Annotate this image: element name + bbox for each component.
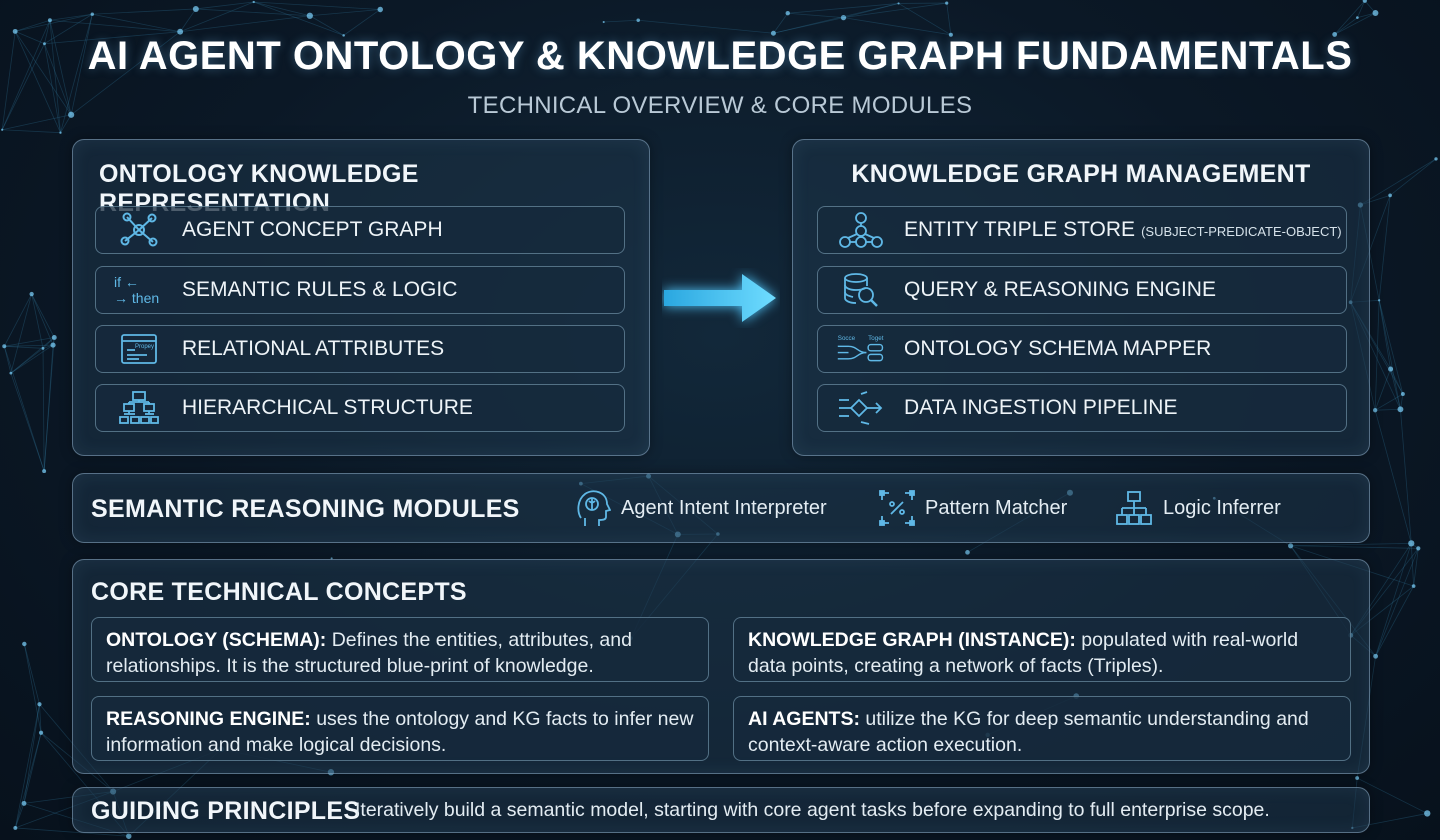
item-data-ingestion-pipeline[interactable]: DATA INGESTION PIPELINE xyxy=(817,384,1347,432)
kg-panel-title: KNOWLEDGE GRAPH MANAGEMENT xyxy=(851,160,1311,188)
concept-ontology: ONTOLOGY (SCHEMA): Defines the entities,… xyxy=(91,617,709,682)
ontology-panel: ONTOLOGY KNOWLEDGE REPRESENTATION AGENT … xyxy=(72,139,650,456)
concept-ai-agents: AI AGENTS: utilize the KG for deep seman… xyxy=(733,696,1351,761)
database-search-icon xyxy=(836,270,886,310)
if-then-icon: if ← → then xyxy=(114,270,164,310)
item-label: QUERY & REASONING ENGINE xyxy=(904,278,1216,301)
item-agent-concept-graph[interactable]: AGENT CONCEPT GRAPH xyxy=(95,206,625,254)
concept-term: ONTOLOGY (SCHEMA): xyxy=(106,629,327,651)
item-label: DATA INGESTION PIPELINE xyxy=(904,396,1178,419)
concept-term: REASONING ENGINE: xyxy=(106,708,311,730)
module-logic-inferrer[interactable]: Logic Inferrer xyxy=(1115,490,1281,526)
triple-nodes-icon xyxy=(836,210,886,250)
item-label: AGENT CONCEPT GRAPH xyxy=(182,218,443,241)
item-label: RELATIONAL ATTRIBUTES xyxy=(182,337,445,360)
item-entity-triple-store[interactable]: ENTITY TRIPLE STORE (SUBJECT-PREDICATE-OB… xyxy=(817,206,1347,254)
concept-knowledge-graph: KNOWLEDGE GRAPH (INSTANCE): populated wi… xyxy=(733,617,1351,682)
module-label: Logic Inferrer xyxy=(1163,496,1281,519)
flow-arrow-icon xyxy=(664,274,776,322)
item-label: SEMANTIC RULES & LOGIC xyxy=(182,278,458,301)
principles-panel: GUIDING PRINCIPLES Iteratively build a s… xyxy=(72,787,1370,833)
module-label: Pattern Matcher xyxy=(925,496,1068,519)
reasoning-title: SEMANTIC REASONING MODULES xyxy=(91,495,520,523)
brain-head-icon xyxy=(577,490,611,526)
concept-text: populated with real-world data points, c… xyxy=(748,629,1299,677)
reasoning-panel: SEMANTIC REASONING MODULES Agent Intent … xyxy=(72,473,1370,543)
item-label: ENTITY TRIPLE STORE xyxy=(904,218,1136,241)
item-label: ONTOLOGY SCHEMA MAPPER xyxy=(904,337,1212,360)
core-title: CORE TECHNICAL CONCEPTS xyxy=(91,578,467,606)
item-relational-attributes[interactable]: Propey RELATIONAL ATTRIBUTES xyxy=(95,325,625,373)
hierarchy-icon xyxy=(114,388,164,428)
pipeline-icon xyxy=(836,388,886,428)
item-semantic-rules-logic[interactable]: if ← → then SEMANTIC RULES & LOGIC xyxy=(95,266,625,314)
if-text: if ← xyxy=(114,274,139,290)
concept-term: AI AGENTS: xyxy=(748,708,860,730)
item-ontology-schema-mapper[interactable]: Socce Toget ONTOLOGY SCHEMA MAPPER xyxy=(817,325,1347,373)
item-hierarchical-structure[interactable]: HIERARCHICAL STRUCTURE xyxy=(95,384,625,432)
module-pattern-matcher[interactable]: Pattern Matcher xyxy=(879,490,1067,526)
concept-text: utilize the KG for deep semantic underst… xyxy=(748,708,1309,756)
source-target-mapper-icon: Socce Toget xyxy=(836,329,886,369)
network-graph-icon xyxy=(114,210,164,250)
kg-panel: KNOWLEDGE GRAPH MANAGEMENT ENTITY TRIPLE… xyxy=(792,139,1370,456)
target-text: Toget xyxy=(868,335,884,342)
item-note: (SUBJECT-PREDICATE-OBJECT) xyxy=(1141,224,1342,239)
concept-text: uses the ontology and KG facts to infer … xyxy=(106,708,694,756)
props-text: Propey xyxy=(135,344,154,350)
then-text: → then xyxy=(114,290,160,306)
principles-title: GUIDING PRINCIPLES xyxy=(91,797,361,825)
page-subtitle: TECHNICAL OVERVIEW & CORE MODULES xyxy=(467,92,973,119)
core-concepts-panel: CORE TECHNICAL CONCEPTS ONTOLOGY (SCHEMA… xyxy=(72,559,1370,774)
logic-tree-icon xyxy=(1116,491,1152,525)
page-title: AI AGENT ONTOLOGY & KNOWLEDGE GRAPH FUND… xyxy=(87,34,1353,78)
principles-text: Iteratively build a semantic model, star… xyxy=(355,799,1270,821)
item-label: HIERARCHICAL STRUCTURE xyxy=(182,396,473,419)
module-agent-intent-interpreter[interactable]: Agent Intent Interpreter xyxy=(575,488,827,528)
property-window-icon: Propey xyxy=(114,329,164,369)
concept-text: Defines the entities, attributes, and re… xyxy=(106,629,632,677)
item-query-reasoning-engine[interactable]: QUERY & REASONING ENGINE xyxy=(817,266,1347,314)
source-text: Socce xyxy=(838,335,856,342)
module-label: Agent Intent Interpreter xyxy=(621,496,827,519)
pattern-frame-icon xyxy=(879,490,915,526)
concept-reasoning-engine: REASONING ENGINE: uses the ontology and … xyxy=(91,696,709,761)
concept-term: KNOWLEDGE GRAPH (INSTANCE): xyxy=(748,629,1076,651)
